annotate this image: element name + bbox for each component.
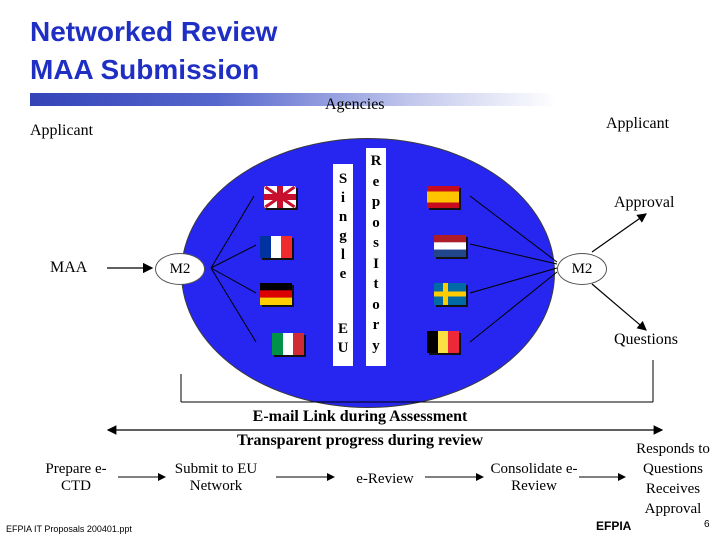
repository-letter: o bbox=[372, 296, 380, 313]
single-letter: S bbox=[338, 171, 348, 187]
single-letter: e bbox=[339, 266, 347, 282]
repository-letter: y bbox=[372, 337, 380, 354]
germany-flag-icon bbox=[260, 283, 292, 305]
spain-flag-icon bbox=[427, 186, 459, 208]
efpia-logo-text: EFPIA bbox=[596, 519, 632, 533]
approval-label: Approval bbox=[614, 194, 675, 211]
single-letter: i bbox=[340, 190, 346, 206]
prepare-ectd-label: Prepare e-CTD bbox=[45, 461, 107, 494]
submit-eu-network-label: Submit to EU Network bbox=[174, 461, 258, 494]
repository-letter: I bbox=[373, 255, 379, 272]
transparent-progress-label: Transparent progress during review bbox=[236, 432, 484, 449]
footer-filename: EFPIA IT Proposals 200401.ppt bbox=[6, 524, 132, 534]
m2-right-label: M2 bbox=[571, 260, 593, 277]
maa-label: MAA bbox=[50, 259, 88, 276]
page-number: 6 bbox=[704, 519, 710, 530]
email-link-label: E-mail Link during Assessment bbox=[252, 408, 468, 425]
netherlands-flag-icon bbox=[434, 235, 466, 257]
title-line-1: Networked Review bbox=[30, 16, 278, 47]
m2-left-node: M2 bbox=[155, 253, 205, 285]
single-letter: n bbox=[338, 209, 348, 225]
eu-text: E U bbox=[334, 320, 352, 358]
title-underline-bar bbox=[30, 93, 556, 106]
italy-flag-icon bbox=[272, 333, 304, 355]
title-line-2: MAA Submission bbox=[30, 54, 260, 85]
applicant-right-label: Applicant bbox=[606, 115, 670, 132]
responds-receives-label: Responds to Questions Receives Approval bbox=[636, 441, 710, 517]
repository-letter: t bbox=[373, 276, 379, 292]
single-eu-top-text: S i n g l e bbox=[334, 170, 352, 284]
single-eu-column: S i n g l e E U bbox=[333, 164, 353, 366]
m2-left-label: M2 bbox=[169, 260, 191, 277]
single-letter: l bbox=[340, 247, 346, 263]
sweden-flag-icon bbox=[434, 283, 466, 305]
repository-letter: s bbox=[373, 235, 379, 251]
belgium-flag-icon bbox=[427, 331, 459, 353]
repository-column: R e p o s I t o r y bbox=[366, 148, 386, 366]
france-flag-icon bbox=[260, 236, 292, 258]
repository-letter: R bbox=[370, 153, 382, 169]
consolidate-ereview-label: Consolidate e-Review bbox=[490, 461, 578, 494]
questions-label: Questions bbox=[614, 331, 678, 348]
uk-flag-icon bbox=[264, 186, 296, 208]
m2-right-node: M2 bbox=[557, 253, 607, 285]
repository-letter: o bbox=[372, 214, 380, 231]
eu-letter: E bbox=[337, 321, 348, 337]
ereview-label: e-Review bbox=[356, 471, 414, 487]
repository-letter: r bbox=[372, 317, 380, 333]
single-letter: g bbox=[339, 228, 347, 244]
repository-letter: e bbox=[372, 173, 380, 190]
agencies-label: Agencies bbox=[325, 96, 385, 113]
eu-letter: U bbox=[337, 340, 349, 356]
repository-text: R e p o s I t o r y bbox=[367, 151, 385, 356]
repository-letter: p bbox=[371, 194, 381, 210]
applicant-left-label: Applicant bbox=[30, 122, 94, 139]
